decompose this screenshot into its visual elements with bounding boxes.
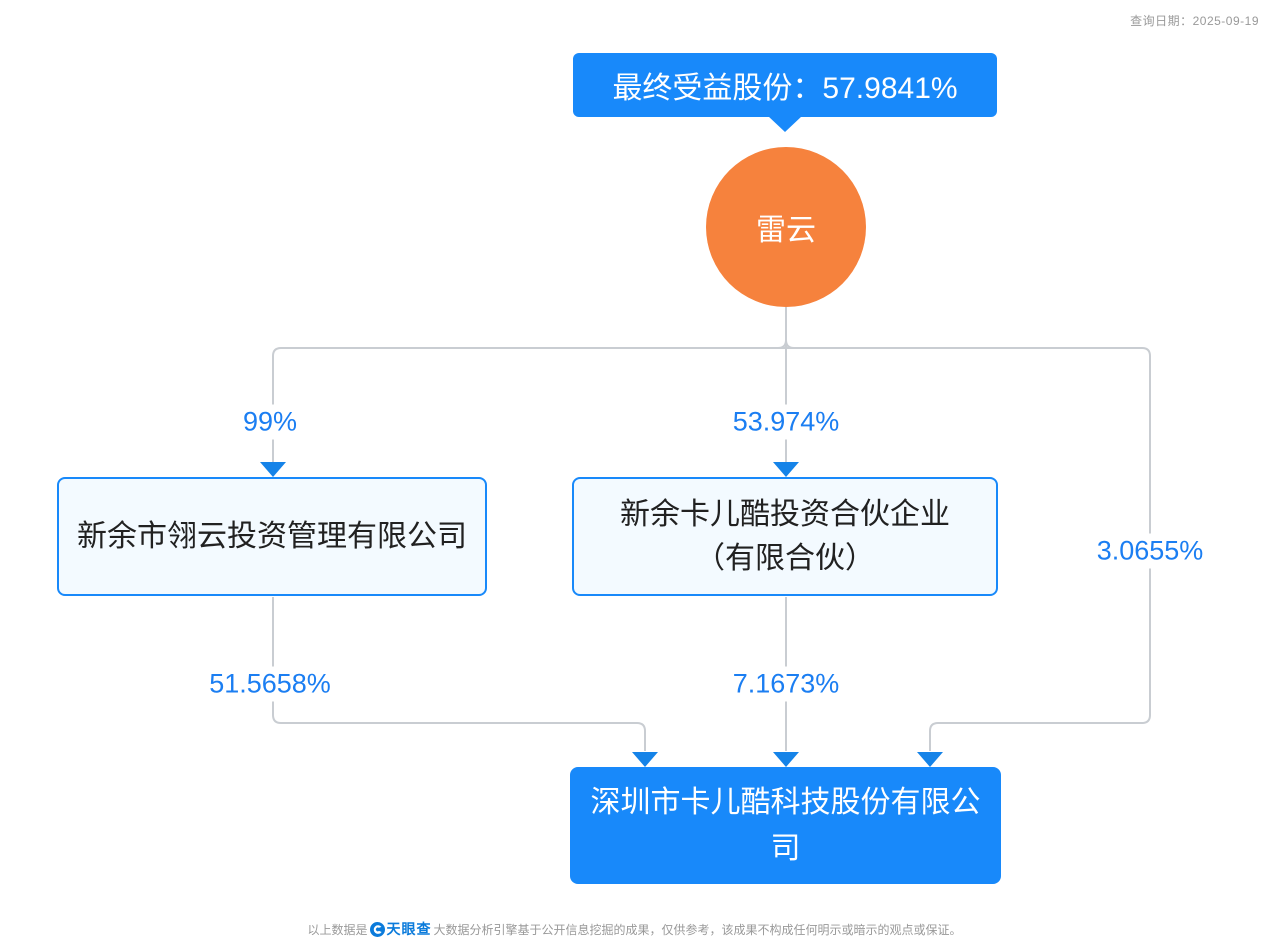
edge-left-to-target [272, 597, 646, 751]
arrowhead-target-right [917, 752, 943, 767]
company-node-kaerku-partnership[interactable]: 新余卡儿酷投资合伙企业（有限合伙） [572, 477, 998, 596]
arrowhead-target-middle [773, 752, 799, 767]
final-beneficial-share-text: 最终受益股份：57.9841% [612, 72, 958, 105]
tianyancha-brand: 天眼查 [369, 919, 432, 939]
company-node-target-kaerku-tech[interactable]: 深圳市卡儿酷科技股份有限公司 [570, 767, 1001, 884]
arrowhead-left-box [260, 462, 286, 477]
final-beneficial-share-tooltip: 最终受益股份：57.9841% [573, 53, 997, 117]
share-label-middle-target: 7.1673% [725, 666, 847, 702]
share-label-root-left: 99% [235, 404, 305, 440]
tianyancha-brand-text: 天眼查 [386, 921, 432, 937]
share-label-left-target: 51.5658% [202, 666, 338, 702]
person-node-root[interactable]: 雷云 [706, 147, 866, 307]
junction-fillet [777, 339, 787, 349]
disclaimer-suffix: 大数据分析引擎基于公开信息挖掘的成果，仅供参考，该成果不构成任何明示或暗示的观点… [433, 922, 962, 937]
company-node-lingyun-investment[interactable]: 新余市翎云投资管理有限公司 [57, 477, 487, 596]
query-date-label: 查询日期：2025-09-19 [1130, 14, 1259, 28]
share-label-root-target: 3.0655% [1089, 533, 1211, 569]
disclaimer-footer: 以上数据是 天眼查 大数据分析引擎基于公开信息挖掘的成果，仅供参考，该成果不构成… [0, 919, 1269, 939]
arrowhead-target-left [632, 752, 658, 767]
tianyancha-logo-icon [369, 921, 385, 937]
junction-fillet [785, 339, 795, 349]
disclaimer-prefix: 以上数据是 [307, 922, 368, 937]
share-label-root-middle: 53.974% [725, 404, 847, 440]
arrowhead-middle-box [773, 462, 799, 477]
